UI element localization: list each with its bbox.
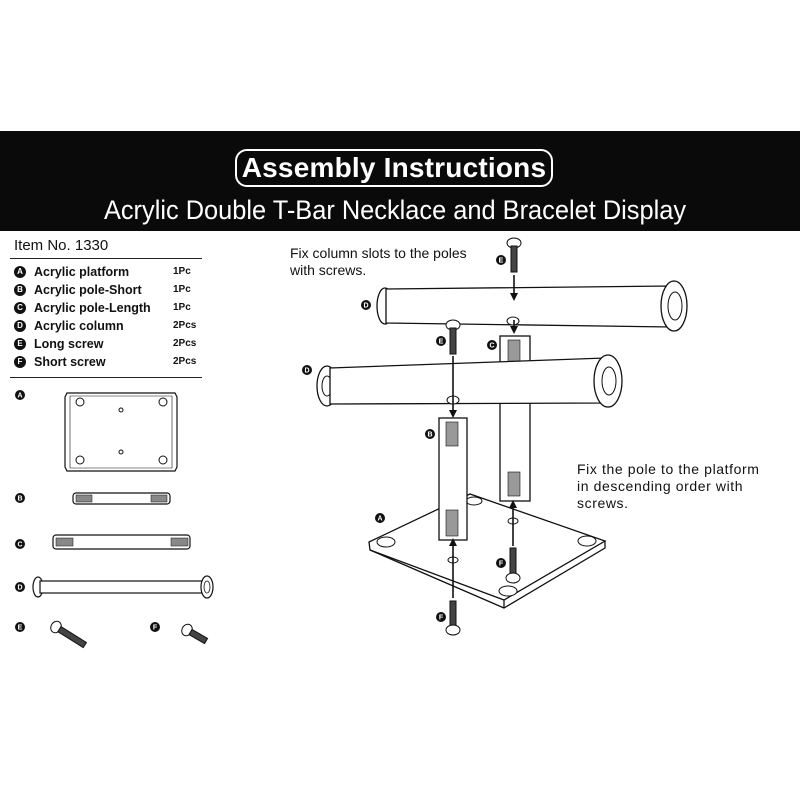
step-note-platform: Fix the pole to the platform in descendi… (577, 461, 760, 511)
part-row-f: F Short screw 2Pcs (14, 353, 204, 371)
assembly-short-screw-right: F (496, 547, 521, 584)
assembly-label-a: A (377, 516, 382, 523)
assembly-label-d-front: D (304, 368, 309, 375)
part-row-b: B Acrylic pole-Short 1Pc (14, 281, 204, 299)
assembly-long-screw-top: E (496, 237, 522, 273)
part-letter-badge: E (14, 338, 26, 350)
part-letter-badge: F (14, 356, 26, 368)
assembly-label-e-mid: E (439, 339, 444, 346)
part-f-short-screw-illustration: F (150, 622, 209, 645)
part-quantity: 2Pcs (173, 320, 197, 331)
part-quantity: 1Pc (173, 302, 191, 313)
part-label-b: B (17, 496, 22, 503)
part-quantity: 1Pc (173, 284, 191, 295)
part-letter-badge: B (14, 284, 26, 296)
part-e-long-screw-illustration: E (15, 620, 88, 649)
assembly-label-e-top: E (499, 258, 504, 265)
assembly-label-f-left: F (439, 615, 444, 622)
assembly-arrows (449, 275, 518, 598)
assembly-short-screw-left: F (436, 600, 461, 636)
part-quantity: 2Pcs (173, 356, 197, 367)
part-quantity: 2Pcs (173, 338, 197, 349)
part-name: Acrylic pole-Length (34, 301, 151, 315)
part-letter-badge: A (14, 266, 26, 278)
part-letter-badge: D (14, 320, 26, 332)
part-row-e: E Long screw 2Pcs (14, 335, 204, 353)
assembly-long-screw-mid: E (436, 319, 461, 355)
part-a-platform-illustration: A (15, 390, 178, 472)
part-letter-badge: C (14, 302, 26, 314)
assembly-label-c: C (489, 343, 494, 350)
part-name: Short screw (34, 355, 106, 369)
part-row-d: D Acrylic column 2Pcs (14, 317, 204, 335)
part-row-a: A Acrylic platform 1Pc (14, 263, 204, 281)
page-title: Assembly Instructions (235, 149, 553, 187)
parts-list: A Acrylic platform 1Pc B Acrylic pole-Sh… (14, 263, 204, 371)
part-label-d: D (17, 585, 22, 592)
part-row-c: C Acrylic pole-Length 1Pc (14, 299, 204, 317)
part-label-a: A (17, 393, 22, 400)
assembly-label-d-back: D (363, 303, 368, 310)
part-label-c: C (17, 542, 22, 549)
part-label-e: E (18, 625, 23, 632)
header-banner (0, 131, 800, 231)
part-name: Long screw (34, 337, 104, 351)
assembly-label-f-right: F (499, 561, 504, 568)
divider-bottom (10, 377, 202, 378)
part-b-short-pole-illustration: B (15, 492, 171, 505)
step-note-columns: Fix column slots to the poles with screw… (290, 245, 467, 278)
part-c-long-pole-illustration: C (15, 534, 191, 550)
part-name: Acrylic column (34, 319, 124, 333)
item-number: Item No. 1330 (14, 237, 109, 254)
assembly-label-b: B (427, 432, 432, 439)
divider-top (10, 258, 202, 259)
assembly-platform: A (368, 493, 607, 609)
part-d-column-illustration: D (15, 575, 214, 599)
assembly-front-column: D (302, 354, 623, 408)
assembly-short-pole: B (425, 417, 468, 564)
part-quantity: 1Pc (173, 266, 191, 277)
assembly-back-column: D (361, 280, 688, 332)
label-circle (15, 390, 25, 400)
part-name: Acrylic pole-Short (34, 283, 142, 297)
page-subtitle: Acrylic Double T-Bar Necklace and Bracel… (103, 195, 687, 225)
part-name: Acrylic platform (34, 265, 130, 279)
part-label-f: F (153, 625, 158, 632)
